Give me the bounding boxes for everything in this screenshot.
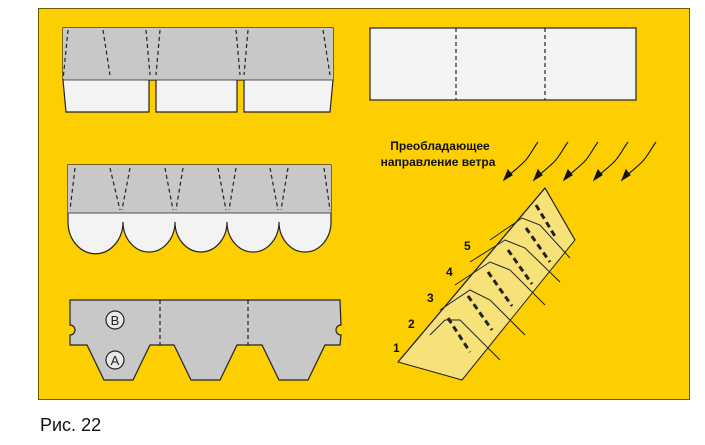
- ridge-number-1: 1: [393, 341, 400, 355]
- ridge-illustration: [397, 187, 576, 381]
- figure-caption: Рис. 22: [40, 415, 102, 435]
- mark-b-label: B: [111, 313, 120, 328]
- shingle-rectangular-tabs: [62, 27, 334, 113]
- wind-arrows: [502, 141, 657, 182]
- wind-label-line1: Преобладающее: [390, 139, 490, 153]
- ridge-number-5: 5: [464, 239, 471, 253]
- shingle-rounded-tabs: [67, 164, 332, 255]
- mark-b-circle: [105, 310, 125, 330]
- mark-a-circle: [105, 350, 125, 370]
- mark-a-label: A: [111, 353, 120, 368]
- wind-label-line2: направление ветра: [381, 155, 496, 169]
- shingle-plain-strip: [369, 27, 637, 101]
- ridge-number-2: 2: [408, 317, 415, 331]
- shingle-hexagonal-tabs: [69, 299, 342, 381]
- ridge-number-3: 3: [427, 291, 434, 305]
- ridge-number-4: 4: [446, 265, 453, 279]
